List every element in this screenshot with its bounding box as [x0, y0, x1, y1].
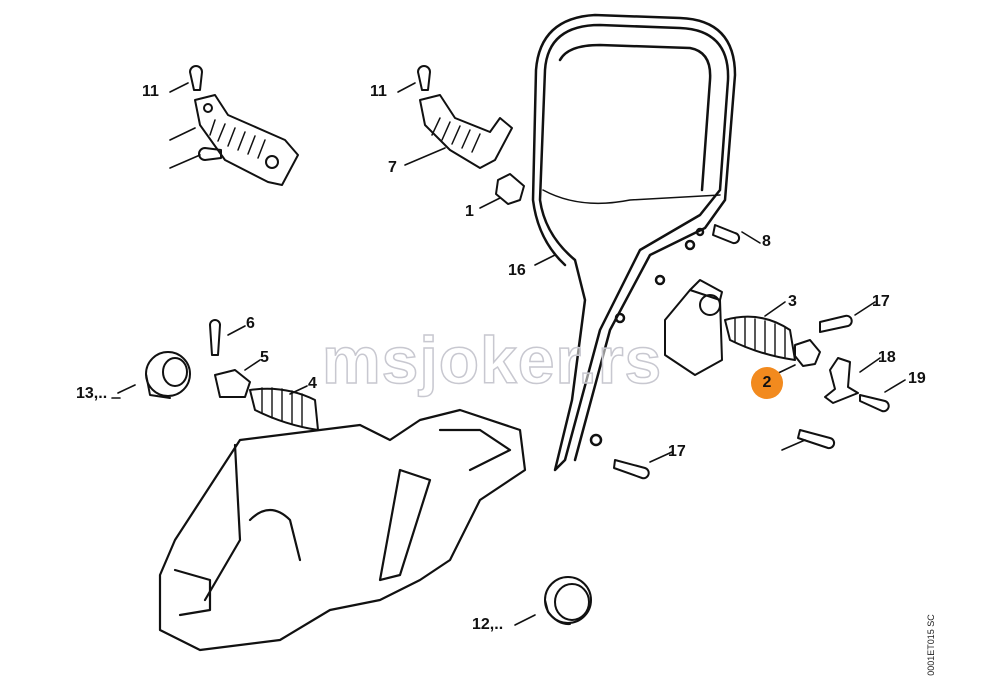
av-mount-7: [417, 65, 525, 205]
part-label-19: 19: [908, 370, 926, 387]
part-label-8: 8: [762, 233, 771, 250]
watermark: msjoker.rs: [321, 322, 663, 398]
part-label-11: 11: [142, 83, 159, 100]
part-label-5: 5: [260, 349, 269, 366]
part-label-17: 17: [872, 293, 890, 310]
part-label-4: 4: [308, 375, 317, 392]
part-label-6: 6: [246, 315, 255, 332]
part-label-18: 18: [878, 349, 896, 366]
part-label-2: 2: [762, 374, 772, 391]
part-label-12: 12,..: [472, 616, 504, 633]
drawing-code: 0001ET015 SC: [925, 614, 936, 676]
part-label-13: 13,..: [76, 385, 108, 402]
av-mount-left: [189, 65, 299, 186]
highlighted-part-2[interactable]: 2: [751, 367, 783, 399]
tank-housing: [158, 408, 527, 652]
part-label-1: 1: [465, 203, 474, 220]
av-mount-right: [613, 279, 890, 480]
part-label-17: 17: [668, 443, 686, 460]
part-label-7: 7: [388, 159, 397, 176]
av-left-lower: [145, 319, 319, 431]
part-label-16: 16: [508, 262, 526, 279]
part-label-3: 3: [788, 293, 797, 310]
screw-8: [712, 224, 741, 245]
cap-12: [544, 576, 592, 626]
handlebar: [531, 13, 737, 472]
leader-lines: [111, 82, 906, 626]
part-label-11: 11: [370, 83, 387, 100]
